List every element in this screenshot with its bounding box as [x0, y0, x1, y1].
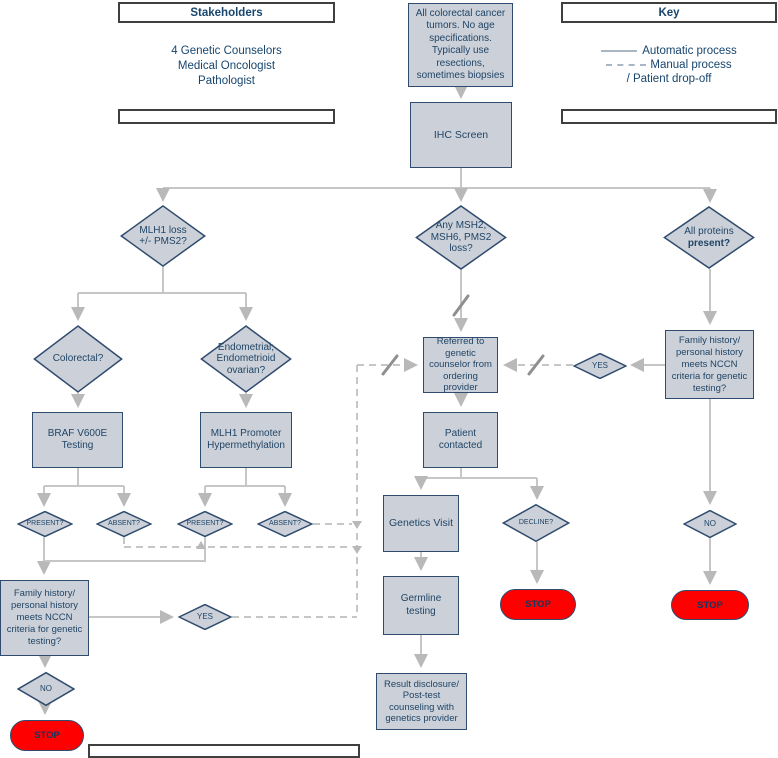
braf-present-decision: PRESENT? — [17, 511, 73, 537]
decline-label: DECLINE? — [518, 519, 554, 526]
dashed-line-icon — [606, 63, 647, 66]
stop-left-label: STOP — [34, 730, 60, 741]
decline-decision: DECLINE? — [502, 504, 570, 542]
flow-edges-dashed — [123, 358, 573, 618]
flow-edges-solid — [37, 85, 717, 715]
referred-counselor-label: Referred to genetic counselor from order… — [429, 336, 492, 394]
hypermethylation-absent-decision: ABSENT? — [257, 511, 313, 537]
stop-left-node: STOP — [10, 720, 84, 751]
genetics-visit-node: Genetics Visit — [383, 495, 459, 552]
stop-right-node: STOP — [671, 590, 749, 620]
hypermethylation-absent-label: ABSENT? — [269, 520, 301, 527]
bottom-lane-divider-box — [88, 744, 360, 758]
stakeholder-medical-oncologist: Medical Oncologist — [177, 60, 276, 72]
germline-testing-node: Germline testing — [383, 576, 459, 635]
hypermethylation-present-label: PRESENT? — [186, 520, 224, 527]
genetics-visit-label: Genetics Visit — [389, 517, 453, 530]
braf-present-label: PRESENT? — [26, 520, 64, 527]
ihc-screen-node: IHC Screen — [410, 102, 512, 168]
start-label: All colorectal cancer tumors. No age spe… — [415, 7, 506, 82]
stop-middle-label: STOP — [525, 599, 551, 610]
stakeholder-pathologist: Pathologist — [198, 75, 255, 87]
endometrial-decision: Endometrial; Endometrioid ovarian? — [200, 325, 292, 393]
key-lane-divider-box — [561, 109, 777, 124]
mlh1-loss-label: MLH1 loss +/- PMS2? — [139, 224, 187, 248]
junction-arrowheads — [196, 521, 362, 554]
solid-line-icon — [601, 49, 638, 52]
stakeholders-list: 4 Genetic Counselors Medical Oncologist … — [120, 44, 333, 89]
mlh1-hypermethylation-node: MLH1 Promoter Hypermethylation — [200, 412, 292, 468]
msh-loss-decision: Any MSH2, MSH6, PMS2 loss? — [415, 205, 507, 270]
key-automatic-row: Automatic process — [563, 44, 775, 58]
colorectal-decision: Colorectal? — [33, 325, 123, 393]
key-manual-label: Manual process — [650, 59, 732, 71]
result-disclosure-label: Result disclosure/ Post-test counseling … — [384, 678, 459, 725]
no-right-decision: NO — [683, 510, 737, 538]
no-right-label: NO — [704, 519, 716, 528]
stakeholders-title-label: Stakeholders — [190, 6, 263, 19]
braf-absent-decision: ABSENT? — [96, 511, 152, 537]
ihc-screen-label: IHC Screen — [433, 128, 489, 141]
yes-right-decision: YES — [573, 353, 627, 379]
family-criteria-right-label: Family history/ personal history meets N… — [671, 334, 748, 394]
endometrial-label: Endometrial; Endometrioid ovarian? — [216, 341, 276, 376]
all-proteins-label-line2: present? — [687, 237, 731, 249]
patient-contacted-label: Patient contacted — [438, 427, 483, 452]
key-title-label: Key — [658, 6, 680, 19]
hypermethylation-present-decision: PRESENT? — [177, 511, 233, 537]
key-dropoff-row: / Patient drop-off — [563, 72, 775, 86]
referred-counselor-node: Referred to genetic counselor from order… — [423, 336, 498, 394]
family-criteria-left-label: Family history/ personal history meets N… — [6, 588, 83, 647]
key-lane-title: Key — [561, 2, 777, 23]
all-proteins-decision: All proteins present? — [663, 206, 755, 269]
result-disclosure-node: Result disclosure/ Post-test counseling … — [376, 673, 467, 730]
yes-left-decision: YES — [178, 604, 232, 630]
braf-testing-node: BRAF V600E Testing — [32, 412, 123, 468]
stop-middle-node: STOP — [500, 589, 576, 620]
patient-dropoff-slashes — [381, 294, 545, 376]
dropoff-slash-ihc-referral — [452, 294, 470, 317]
family-criteria-right-node: Family history/ personal history meets N… — [665, 330, 754, 399]
stakeholders-lane-title: Stakeholders — [118, 2, 335, 23]
mlh1-hypermethylation-label: MLH1 Promoter Hypermethylation — [207, 427, 285, 452]
dropoff-slash-left-referral — [381, 354, 399, 376]
msh-loss-label: Any MSH2, MSH6, PMS2 loss? — [430, 220, 492, 255]
key-automatic-label: Automatic process — [642, 45, 737, 57]
stop-right-label: STOP — [697, 599, 723, 611]
colorectal-label: Colorectal? — [52, 353, 104, 365]
family-criteria-left-node: Family history/ personal history meets N… — [0, 580, 89, 656]
stakeholders-lane-divider-box — [118, 109, 335, 124]
germline-testing-label: Germline testing — [400, 593, 442, 617]
dropoff-slash-right-referral — [527, 354, 545, 376]
no-left-label: NO — [40, 684, 52, 693]
mlh1-loss-decision: MLH1 loss +/- PMS2? — [120, 205, 206, 267]
all-proteins-label-line1: All proteins — [684, 226, 734, 237]
stakeholder-genetic-counselors: 4 Genetic Counselors — [171, 45, 282, 57]
braf-absent-label: ABSENT? — [108, 520, 140, 527]
yes-left-label: YES — [196, 612, 213, 621]
start-node: All colorectal cancer tumors. No age spe… — [408, 3, 513, 87]
patient-contacted-node: Patient contacted — [423, 412, 498, 468]
braf-testing-label: BRAF V600E Testing — [47, 427, 108, 452]
key-legend: Automatic process Manual process / Patie… — [563, 44, 775, 86]
no-left-decision: NO — [17, 672, 75, 706]
yes-right-label: YES — [591, 361, 608, 370]
key-manual-row: Manual process — [563, 58, 775, 72]
key-dropoff-label: / Patient drop-off — [626, 73, 712, 85]
